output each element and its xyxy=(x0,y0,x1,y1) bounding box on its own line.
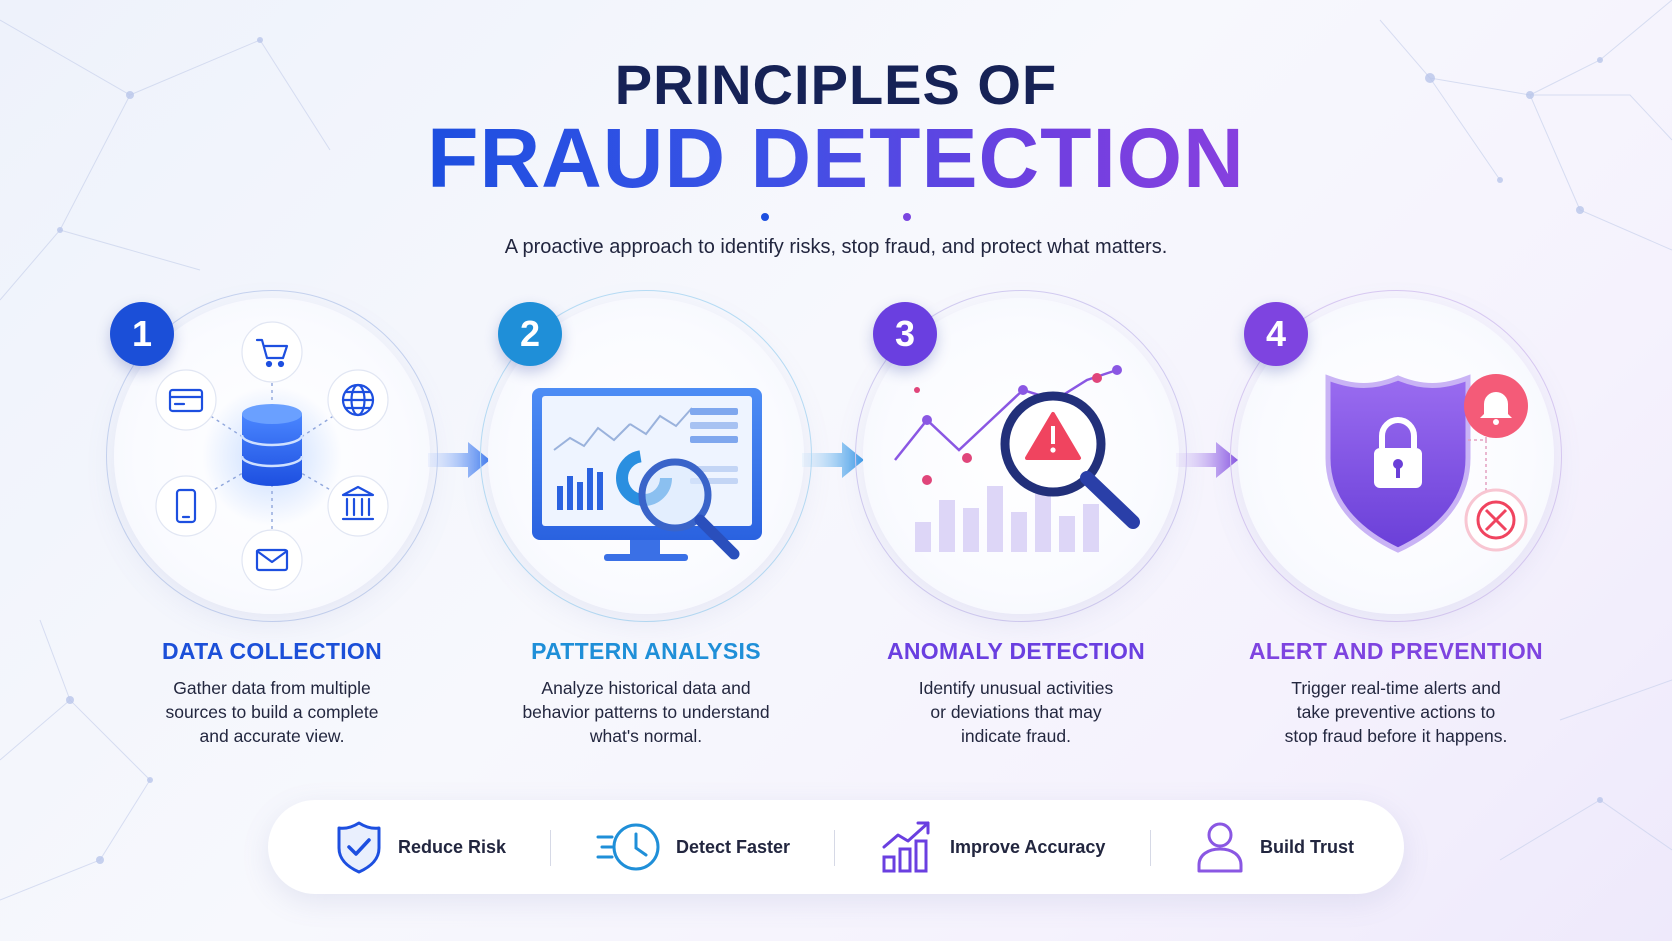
benefit-reduce-risk: Reduce Risk xyxy=(334,800,506,894)
flow-arrow-3 xyxy=(1176,442,1238,478)
mail-icon xyxy=(255,548,289,572)
divider xyxy=(1150,830,1151,866)
title-line-2-text: FRAUD DETECTION xyxy=(427,111,1245,205)
step-4-description: Trigger real-time alerts and take preven… xyxy=(1284,678,1508,746)
step-3-title: ANOMALY DETECTION xyxy=(886,638,1146,664)
pattern-analysis-illustration xyxy=(532,388,762,561)
block-icon xyxy=(1464,488,1528,552)
benefit-label: Improve Accuracy xyxy=(950,836,1106,857)
database-icon xyxy=(240,404,304,486)
benefit-detect-faster: Detect Faster xyxy=(596,800,790,894)
step-2-badge: 2 xyxy=(498,302,562,366)
data-collection-illustration xyxy=(155,321,389,591)
globe-icon xyxy=(341,383,375,417)
step-2-description: Analyze historical data and behavior pat… xyxy=(522,678,770,746)
step-1-description: Gather data from multiple sources to bui… xyxy=(165,678,379,746)
bank-icon xyxy=(341,485,375,521)
shield-lock-icon xyxy=(1325,374,1471,553)
benefit-label: Reduce Risk xyxy=(398,836,507,857)
step-3-description: Identify unusual activities or deviation… xyxy=(918,678,1114,746)
phone-icon xyxy=(175,488,197,524)
step-4-badge: 4 xyxy=(1244,302,1308,366)
benefit-improve-accuracy: Improve Accuracy xyxy=(880,800,1105,894)
bell-alert-icon xyxy=(1464,374,1528,438)
growth-chart-icon xyxy=(882,821,930,873)
magnifier-alert-icon xyxy=(1000,391,1140,529)
step-1-title: DATA COLLECTION xyxy=(162,638,382,664)
step-2-title: PATTERN ANALYSIS xyxy=(531,638,761,664)
credit-card-icon xyxy=(168,388,204,413)
step-4-title: ALERT AND PREVENTION xyxy=(1249,638,1543,664)
shield-check-icon xyxy=(337,821,381,874)
anomaly-detection-illustration xyxy=(894,365,1140,552)
step-3-badge: 3 xyxy=(873,302,937,366)
title-line-2: FRAUD DETECTION xyxy=(0,110,1672,207)
cart-icon xyxy=(255,338,289,360)
fast-clock-icon xyxy=(596,823,660,871)
benefit-label: Detect Faster xyxy=(676,836,791,857)
flow-arrow-1 xyxy=(428,442,490,478)
title-underline-decoration xyxy=(761,213,911,221)
title-line-1: PRINCIPLES OF xyxy=(614,53,1058,116)
flow-arrow-2 xyxy=(802,442,864,478)
divider xyxy=(550,830,551,866)
subtitle: A proactive approach to identify risks, … xyxy=(504,236,1168,258)
benefits-bar: Reduce Risk Detect Faster Improve Accura… xyxy=(268,800,1404,894)
user-icon xyxy=(1197,822,1243,873)
benefit-label: Build Trust xyxy=(1260,836,1354,857)
benefit-build-trust: Build Trust xyxy=(1194,800,1354,894)
step-1-badge: 1 xyxy=(110,302,174,366)
alert-prevention-illustration xyxy=(1325,374,1528,553)
divider xyxy=(834,830,835,866)
magnifier-icon xyxy=(638,458,740,560)
